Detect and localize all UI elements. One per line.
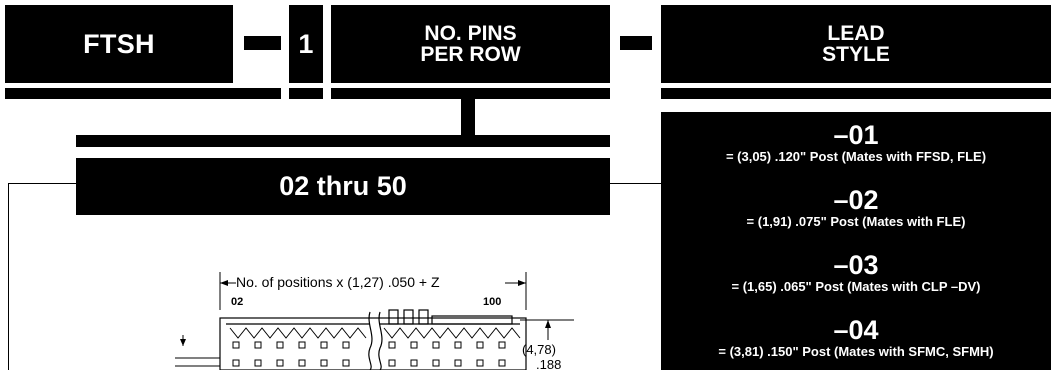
pins-connector-bar <box>76 135 610 147</box>
position-first-text: 02 <box>231 296 244 308</box>
height-in-text: .188 <box>536 357 562 372</box>
pin-row-1 <box>232 341 506 349</box>
lead-option-02: –02 = (1,91) .075" Post (Mates with FLE) <box>661 185 1051 230</box>
dim-arrow-left <box>220 280 228 286</box>
connector-drawing <box>175 272 574 370</box>
row-option-box: 1 <box>289 5 323 83</box>
lead-option-03: –03 = (1,65) .065" Post (Mates with CLP … <box>661 250 1051 295</box>
pins-underline <box>331 88 610 99</box>
lead-code-04: –04 <box>833 315 879 345</box>
pins-connector-vertical <box>461 99 475 135</box>
outline-left-side <box>8 183 9 370</box>
outline-left-top <box>8 183 76 184</box>
row-option-underline <box>289 88 323 99</box>
dash-separator-2 <box>620 36 652 50</box>
series-box: FTSH <box>5 5 233 83</box>
position-last-label: 100 <box>483 296 501 308</box>
height-mm-text: (4,78) <box>522 342 556 357</box>
lead-code-01: –01 <box>833 120 879 150</box>
lead-desc-03: = (1,65) .065" Post (Mates with CLP –DV) <box>731 279 981 294</box>
height-in-label: .188 <box>536 357 561 372</box>
lead-style-box: LEAD STYLE <box>661 5 1051 83</box>
break-mark-2 <box>378 311 383 370</box>
pins-label-line2: PER ROW <box>420 43 521 66</box>
dash-separator-1 <box>244 36 281 50</box>
dim-arrow-right <box>518 280 526 286</box>
lead-label-line2: STYLE <box>822 43 890 66</box>
series-label: FTSH <box>83 28 155 59</box>
series-underline <box>5 88 281 99</box>
lead-option-04: –04 = (3,81) .150" Post (Mates with SFMC… <box>661 315 1051 360</box>
pins-range-label: 02 thru 50 <box>279 171 407 201</box>
lead-desc-01: = (3,05) .120" Post (Mates with FFSD, FL… <box>725 149 987 164</box>
pins-per-row-box: NO. PINS PER ROW <box>331 5 610 83</box>
lead-code-02: –02 <box>833 185 879 215</box>
height-mm-label: (4,78) <box>522 342 556 357</box>
position-last-text: 100 <box>483 296 502 308</box>
lead-code-03: –03 <box>833 250 879 280</box>
lead-desc-02: = (1,91) .075" Post (Mates with FLE) <box>746 214 966 229</box>
comb-teeth <box>229 327 521 339</box>
pins-range-box: 02 thru 50 <box>76 158 610 215</box>
lead-underline <box>661 88 1051 99</box>
lead-label-line1: LEAD <box>827 22 885 45</box>
lead-desc-04: = (3,81) .150" Post (Mates with SFMC, SF… <box>718 344 994 359</box>
positions-formula-label: No. of positions x (1,27) .050 + Z <box>236 274 440 290</box>
connector-housing <box>219 317 527 370</box>
lead-option-01: –01 = (3,05) .120" Post (Mates with FFSD… <box>661 120 1051 165</box>
position-first-label: 02 <box>231 296 243 308</box>
positions-formula-text: No. of positions x (1,27) .050 + Z <box>236 274 440 290</box>
row-option-label: 1 <box>298 28 314 59</box>
pins-label-line1: NO. PINS <box>424 22 517 45</box>
break-mark <box>368 311 373 370</box>
lead-style-panel: –01 = (3,05) .120" Post (Mates with FFSD… <box>661 112 1051 370</box>
pin-row-2 <box>232 359 506 367</box>
outline-right-top <box>610 183 661 184</box>
